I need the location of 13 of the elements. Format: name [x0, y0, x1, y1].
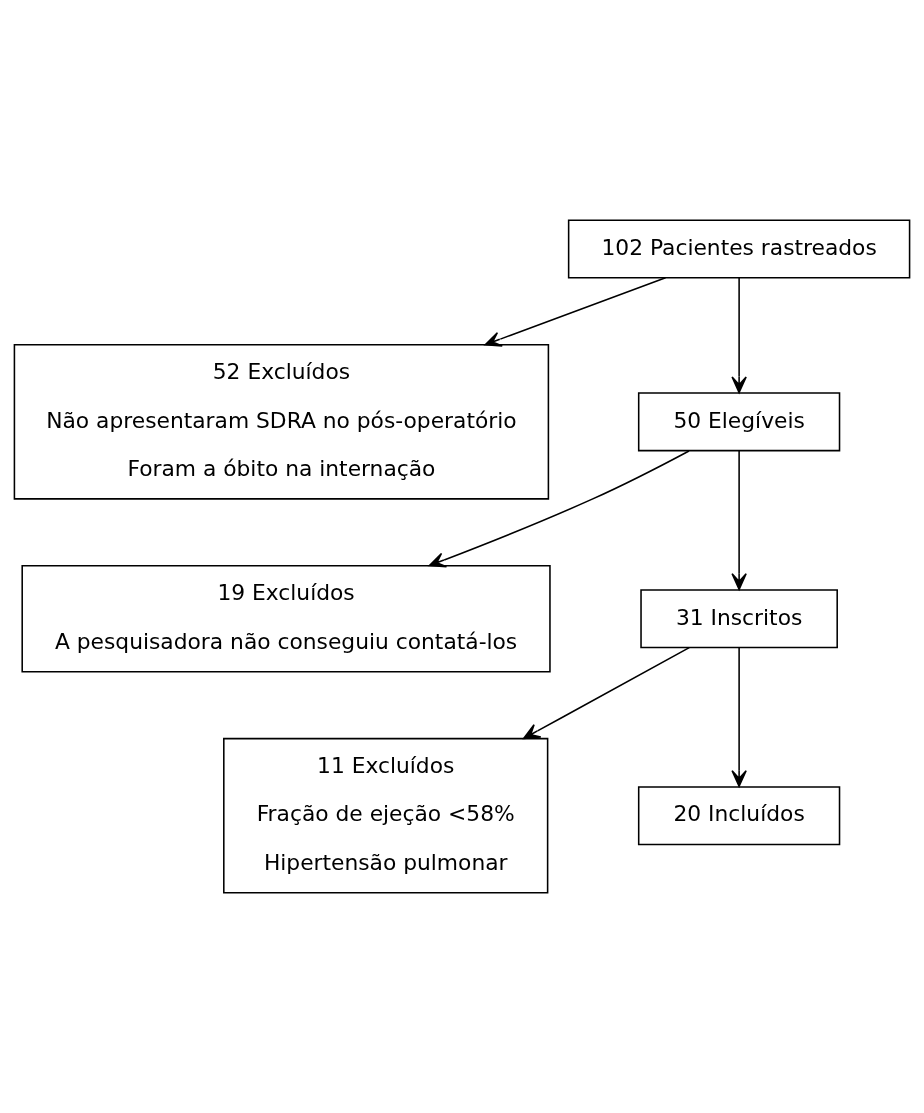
- arrow: [484, 277, 667, 347]
- node-box: 11 Excluídos Fração de ejeção <58% Hipertensão pulmonar: [223, 737, 549, 894]
- arrow: [428, 450, 690, 568]
- node-box: 31 Inscritos: [640, 589, 838, 649]
- node-box: 50 Elegíveis: [637, 392, 841, 452]
- arrow: [731, 449, 747, 591]
- arrow: [731, 646, 747, 788]
- node-box: 102 Pacientes rastreados: [567, 219, 911, 279]
- arrow: [523, 646, 690, 740]
- arrow: [731, 277, 747, 394]
- node-box: 52 Excluídos Não apresentaram SDRA no pós-operatório Foram a óbito na internação: [13, 344, 550, 500]
- node-box: 19 Excluídos A pesquisadora não conseguiu contatá-los: [21, 565, 551, 673]
- node-box: 20 Incluídos: [637, 786, 841, 846]
